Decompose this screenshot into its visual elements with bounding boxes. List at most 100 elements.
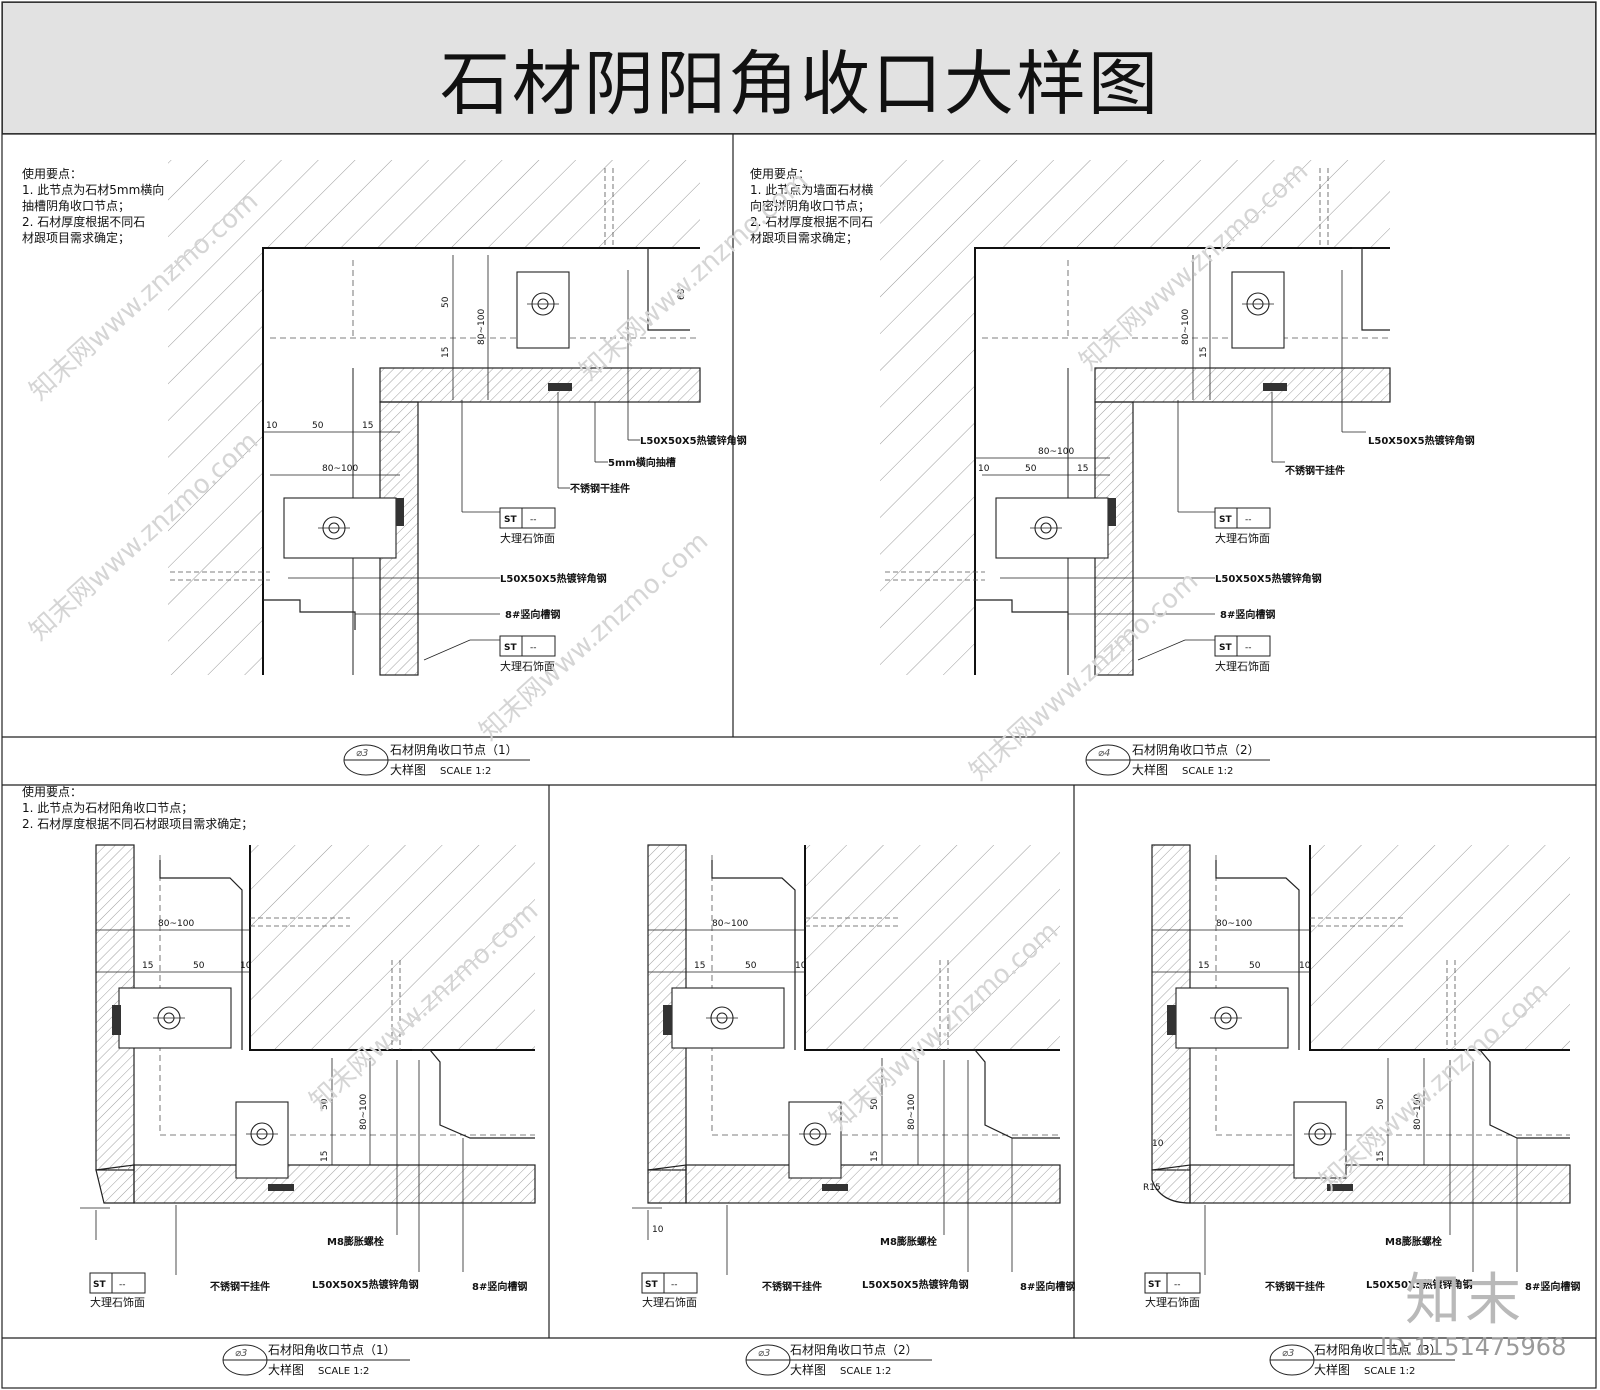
p2-note-1: 1. 此节点为墙面石材横 [750,183,873,197]
p2-label-marble-1: 大理石饰面 [1215,531,1270,545]
p4-dim-10-bottom: 10 [652,1225,664,1235]
caption-5-no: ⌀3 [1282,1348,1294,1359]
p3-note-0: 使用要点： [22,784,82,799]
p3-dim-50v: 50 [320,1098,330,1110]
p5-tag-dash: -- [1174,1280,1181,1290]
p1-tag-st-1: ST [504,515,517,525]
p5-label-l-angle: L50X50X5热镀锌角钢 [1366,1278,1473,1291]
inside-corner-node-2 [880,160,1391,676]
caption-3-title: 石材阳角收口节点（1） [268,1343,396,1357]
p4-dim-10: 10 [795,961,807,971]
caption-1-scale-label: 大样图 [390,762,426,777]
p2-note-3: 2. 石材厚度根据不同石 [750,214,873,229]
p2-label-marble-2: 大理石饰面 [1215,659,1270,673]
p5-label-bolt: M8膨胀螺栓 [1385,1235,1442,1248]
p5-dim-15v: 15 [1376,1151,1386,1162]
outside-corner-node-3 [1144,844,1571,1294]
p1-note-1: 1. 此节点为石材5mm横向 [22,182,164,197]
p5-tag-st: ST [1148,1280,1161,1290]
p3-label-hanger: 不锈钢干挂件 [210,1280,270,1293]
caption-5-scale-label: 大样图 [1314,1362,1350,1377]
outside-corner-node-1 [80,844,536,1294]
p1-label-marble-2: 大理石饰面 [500,659,555,673]
p4-dim-15v: 15 [870,1151,880,1162]
p4-dim-15: 15 [694,961,705,971]
image-id: ID:1151475968 [1380,1333,1567,1361]
title-band [2,2,1596,134]
inside-corner-node-1 [168,160,701,676]
p3-dim-80-100: 80~100 [158,919,194,929]
p1-note-0: 使用要点： [22,166,82,181]
p1-label-groove: 5mm横向抽槽 [608,456,676,469]
p1-label-marble-1: 大理石饰面 [500,531,555,545]
p3-label-l-angle: L50X50X5热镀锌角钢 [312,1278,419,1291]
p5-dim-50: 50 [1249,961,1261,971]
p3-dim-15v: 15 [320,1151,330,1162]
p2-tag-st-1: ST [1219,515,1232,525]
p2-note-0: 使用要点： [750,166,810,181]
p2-label-l-angle: L50X50X5热镀锌角钢 [1215,572,1322,585]
p3-dim-50: 50 [193,961,205,971]
p1-dim-50: 50 [312,421,324,431]
p1-label-channel: 8#竖向槽钢 [505,608,560,621]
page-title: 石材阴阳角收口大样图 [440,43,1160,125]
p2-label-channel: 8#竖向槽钢 [1220,608,1275,621]
p2-note-4: 材跟项目需求确定； [750,230,858,245]
p3-label-channel: 8#竖向槽钢 [472,1280,527,1293]
caption-4-scale-label: 大样图 [790,1362,826,1377]
p1-note-2: 抽槽阴角收口节点； [22,199,130,213]
p3-dim-80-100v: 80~100 [359,1094,369,1130]
p2-label-hanger: 不锈钢干挂件 [1285,464,1345,477]
p1-tag-st-2: ST [504,643,517,653]
p5-dim-50v: 50 [1376,1098,1386,1110]
p3-note-1: 1. 此节点为石材阳角收口节点； [22,801,193,815]
p4-label-marble: 大理石饰面 [642,1295,697,1309]
p1-label-l-angle-top: L50X50X5热镀锌角钢 [640,434,747,447]
p2-tag-st-2: ST [1219,643,1232,653]
caption-3-no: ⌀3 [235,1348,247,1359]
p4-dim-50: 50 [745,961,757,971]
p3-tag-st: ST [93,1280,106,1290]
p5-dim-15: 15 [1198,961,1209,971]
p5-label-marble: 大理石饰面 [1145,1295,1200,1309]
caption-2-scale-label: 大样图 [1132,762,1168,777]
p3-dim-10: 10 [240,961,252,971]
caption-4-title: 石材阳角收口节点（2） [790,1343,918,1357]
caption-5-scale: SCALE 1:2 [1364,1366,1415,1377]
p2-dim-10: 10 [978,464,990,474]
caption-2-title: 石材阴角收口节点（2） [1132,743,1260,757]
p2-label-l-angle-top: L50X50X5热镀锌角钢 [1368,434,1475,447]
outside-corner-node-2 [632,844,1061,1294]
p5-label-channel: 8#竖向槽钢 [1525,1280,1580,1293]
p2-dim-15: 15 [1077,464,1088,474]
caption-1-scale: SCALE 1:2 [440,766,491,777]
caption-symbols [222,744,1455,1376]
p5-dim-10-corner: 10 [1152,1139,1164,1149]
p4-dim-80-100: 80~100 [712,919,748,929]
legend-tag [499,507,556,657]
p4-label-channel: 8#竖向槽钢 [1020,1280,1075,1293]
p2-tag-dash-1: -- [1245,515,1252,525]
p4-dim-80-100v: 80~100 [907,1094,917,1130]
p3-dim-15: 15 [142,961,153,971]
p4-tag-st: ST [645,1280,658,1290]
p4-label-hanger: 不锈钢干挂件 [762,1280,822,1293]
caption-3-scale-label: 大样图 [268,1362,304,1377]
p2-dim-80-100v: 80~100 [1181,309,1191,345]
caption-3-scale: SCALE 1:2 [318,1366,369,1377]
p1-note-3: 2. 石材厚度根据不同石 [22,214,145,229]
p2-dim-50: 50 [1025,464,1037,474]
p5-dim-r15: R15 [1143,1183,1161,1193]
p2-note-2: 向密拼阴角收口节点； [750,198,870,213]
p1-dim-50v: 50 [441,296,451,308]
p2-dim-15v: 15 [1199,347,1209,358]
p5-label-hanger: 不锈钢干挂件 [1265,1280,1325,1293]
caption-4-no: ⌀3 [758,1348,770,1359]
caption-5-title: 石材阳角收口节点（3） [1314,1343,1442,1357]
p3-note-2: 2. 石材厚度根据不同石材跟项目需求确定； [22,816,253,831]
p1-dim-80-100: 80~100 [322,464,358,474]
caption-1-title: 石材阴角收口节点（1） [390,743,518,757]
p1-tag-dash-2: -- [530,643,537,653]
